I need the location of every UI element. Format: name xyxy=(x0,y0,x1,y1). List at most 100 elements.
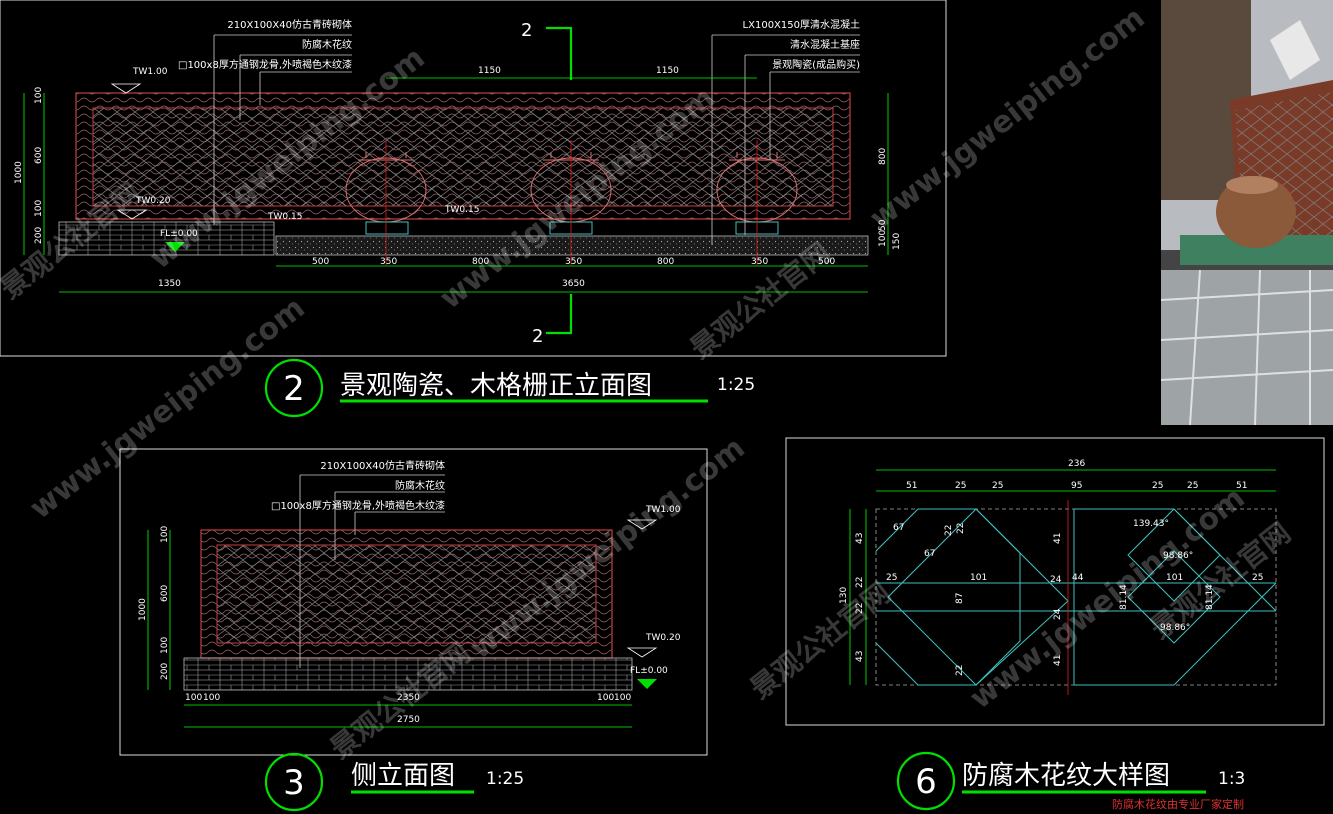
front-dim-right-3: 100 xyxy=(878,230,888,247)
detail-view-number: 6 xyxy=(915,762,937,802)
section-mark-bottom xyxy=(546,294,573,335)
detail-inner-13: 87 xyxy=(955,593,965,604)
front-leaders-right xyxy=(711,34,860,245)
side-note-3: □100x8厚方通钢龙骨,外喷褐色木纹漆 xyxy=(271,499,445,512)
side-level-marker-3 xyxy=(637,679,657,689)
front-note-right-1: LX100X150厚清水混凝土 xyxy=(743,18,860,31)
side-dim-bottom-5: 100 xyxy=(614,693,631,703)
detail-inner-9: 24 xyxy=(1050,575,1062,585)
detail-angle-1: 139.43° xyxy=(1133,519,1169,529)
detail-dim-left-1: 43 xyxy=(855,533,865,544)
side-dim-bottom-total: 2750 xyxy=(397,715,420,725)
detail-inner-8: 101 xyxy=(970,573,987,583)
front-note-right-3: 景观陶瓷(成品购买) xyxy=(772,58,860,71)
front-title-block: 2 景观陶瓷、木格栅正立面图 1:25 xyxy=(264,358,755,418)
front-dim-bottom-4: 350 xyxy=(565,257,582,267)
side-note-2: 防腐木花纹 xyxy=(395,479,445,492)
watermark-url-4: www.jgweiping.com xyxy=(23,290,311,526)
detail-pattern xyxy=(875,508,1277,686)
section-mark-label-bottom: 2 xyxy=(532,326,543,347)
detail-dim-left-3: 22 xyxy=(855,603,865,614)
detail-title-block: 6 防腐木花纹大样图 1:3 防腐木花纹由专业厂家定制 xyxy=(896,751,1245,811)
front-level-2: TW0.20 xyxy=(135,196,171,206)
front-level-5: FL±0.00 xyxy=(160,229,198,239)
detail-dim-top-total: 236 xyxy=(1068,459,1085,469)
side-view-title: 侧立面图 xyxy=(351,761,455,791)
front-dim-bottom-total-2: 3650 xyxy=(562,279,585,289)
front-dim-bottom-1: 500 xyxy=(312,257,329,267)
detail-dim-top-2: 25 xyxy=(955,481,966,491)
side-dim-bottom-4: 100 xyxy=(597,693,614,703)
front-dim-left-2: 600 xyxy=(34,147,44,164)
side-level-3: FL±0.00 xyxy=(630,666,668,676)
side-dim-left-3: 100 xyxy=(160,637,170,654)
side-dim-left-4: 200 xyxy=(160,663,170,680)
detail-dim-top-6: 25 xyxy=(1187,481,1198,491)
detail-inner-17: 81.14 xyxy=(1205,584,1215,610)
detail-inner-15: 22 xyxy=(955,665,965,676)
front-dim-top-1: 1150 xyxy=(478,66,501,76)
front-dim-right-4: 150 xyxy=(892,233,902,250)
front-dim-bottom-3: 800 xyxy=(472,257,489,267)
level-marker-tw020 xyxy=(116,209,148,220)
side-dim-left-1: 100 xyxy=(160,526,170,543)
front-dim-left-5: 1000 xyxy=(14,161,24,184)
detail-dim-left-4: 43 xyxy=(855,651,865,662)
front-frame xyxy=(0,0,947,357)
detail-dim-top-4: 95 xyxy=(1071,481,1082,491)
front-level-4: TW0.15 xyxy=(444,205,479,215)
side-level-1: TW1.00 xyxy=(645,505,681,515)
detail-angle-2: 98.86° xyxy=(1163,551,1193,561)
level-marker-tw100 xyxy=(110,83,142,94)
front-elevation-view: 2 2 210X100X40仿古青砖砌体 防腐木花纹 □100x8厚方通钢龙骨,… xyxy=(0,0,947,357)
side-level-2: TW0.20 xyxy=(645,633,681,643)
detail-inner-10: 44 xyxy=(1072,573,1084,583)
detail-inner-14: 24 xyxy=(1053,608,1063,620)
detail-frame xyxy=(785,437,1325,726)
front-dim-right-1: 800 xyxy=(878,148,888,165)
level-marker-fl xyxy=(165,242,185,252)
front-level-3: TW0.15 xyxy=(267,212,302,222)
side-frame xyxy=(119,448,708,756)
front-lattice-panel xyxy=(92,107,834,207)
detail-inner-6: 41 xyxy=(1053,655,1063,666)
side-brick-base xyxy=(183,657,633,691)
front-brick-base xyxy=(58,221,275,256)
front-dim-left-1: 100 xyxy=(34,87,44,104)
front-note-left-3: □100x8厚方通钢龙骨,外喷褐色木纹漆 xyxy=(178,58,352,71)
front-note-left-1: 210X100X40仿古青砖砌体 xyxy=(227,18,352,31)
watermark-url-3: www.jgweiping.com xyxy=(863,0,1151,236)
detail-inner-4: 22 xyxy=(956,523,966,534)
front-note-right-2: 清水混凝土基座 xyxy=(790,38,860,51)
detail-inner-3: 22 xyxy=(944,525,954,536)
side-leaders xyxy=(299,474,445,668)
section-mark-label-top: 2 xyxy=(521,20,532,41)
side-dim-left-5: 1000 xyxy=(138,598,148,621)
side-title-block: 3 侧立面图 1:25 xyxy=(264,752,524,812)
detail-inner-2: 67 xyxy=(924,549,935,559)
watermark-brand-2: 景观公社官网 xyxy=(684,236,837,365)
front-note-left-2: 防腐木花纹 xyxy=(302,38,352,51)
side-dim-bottom-2: 100 xyxy=(203,693,220,703)
side-dim-bottom-3: 2350 xyxy=(397,693,420,703)
front-gravel-bed xyxy=(275,235,869,256)
detail-inner-7: 25 xyxy=(886,573,897,583)
detail-inner-1: 67 xyxy=(893,523,904,533)
detail-dim-top-1: 51 xyxy=(906,481,917,491)
detail-dim-top-7: 51 xyxy=(1236,481,1247,491)
detail-view-scale: 1:3 xyxy=(1218,769,1245,789)
front-dim-right-2: 50 xyxy=(878,219,888,231)
side-view-scale: 1:25 xyxy=(486,769,524,789)
detail-view: 236 51 25 25 95 25 25 51 43 22 22 43 130… xyxy=(785,437,1325,726)
side-level-marker-1 xyxy=(626,519,658,530)
front-dim-bottom-total-1: 1350 xyxy=(158,279,181,289)
front-view-title: 景观陶瓷、木格栅正立面图 xyxy=(340,371,652,401)
front-dim-bottom-2: 350 xyxy=(380,257,397,267)
detail-dim-top-3: 25 xyxy=(992,481,1003,491)
detail-dim-left-5: 130 xyxy=(839,587,849,604)
side-view-number: 3 xyxy=(283,763,305,803)
detail-inner-5: 41 xyxy=(1053,533,1063,544)
watermark-brand-4: 景观公社官网 xyxy=(744,576,897,705)
detail-inner-11: 101 xyxy=(1166,573,1183,583)
